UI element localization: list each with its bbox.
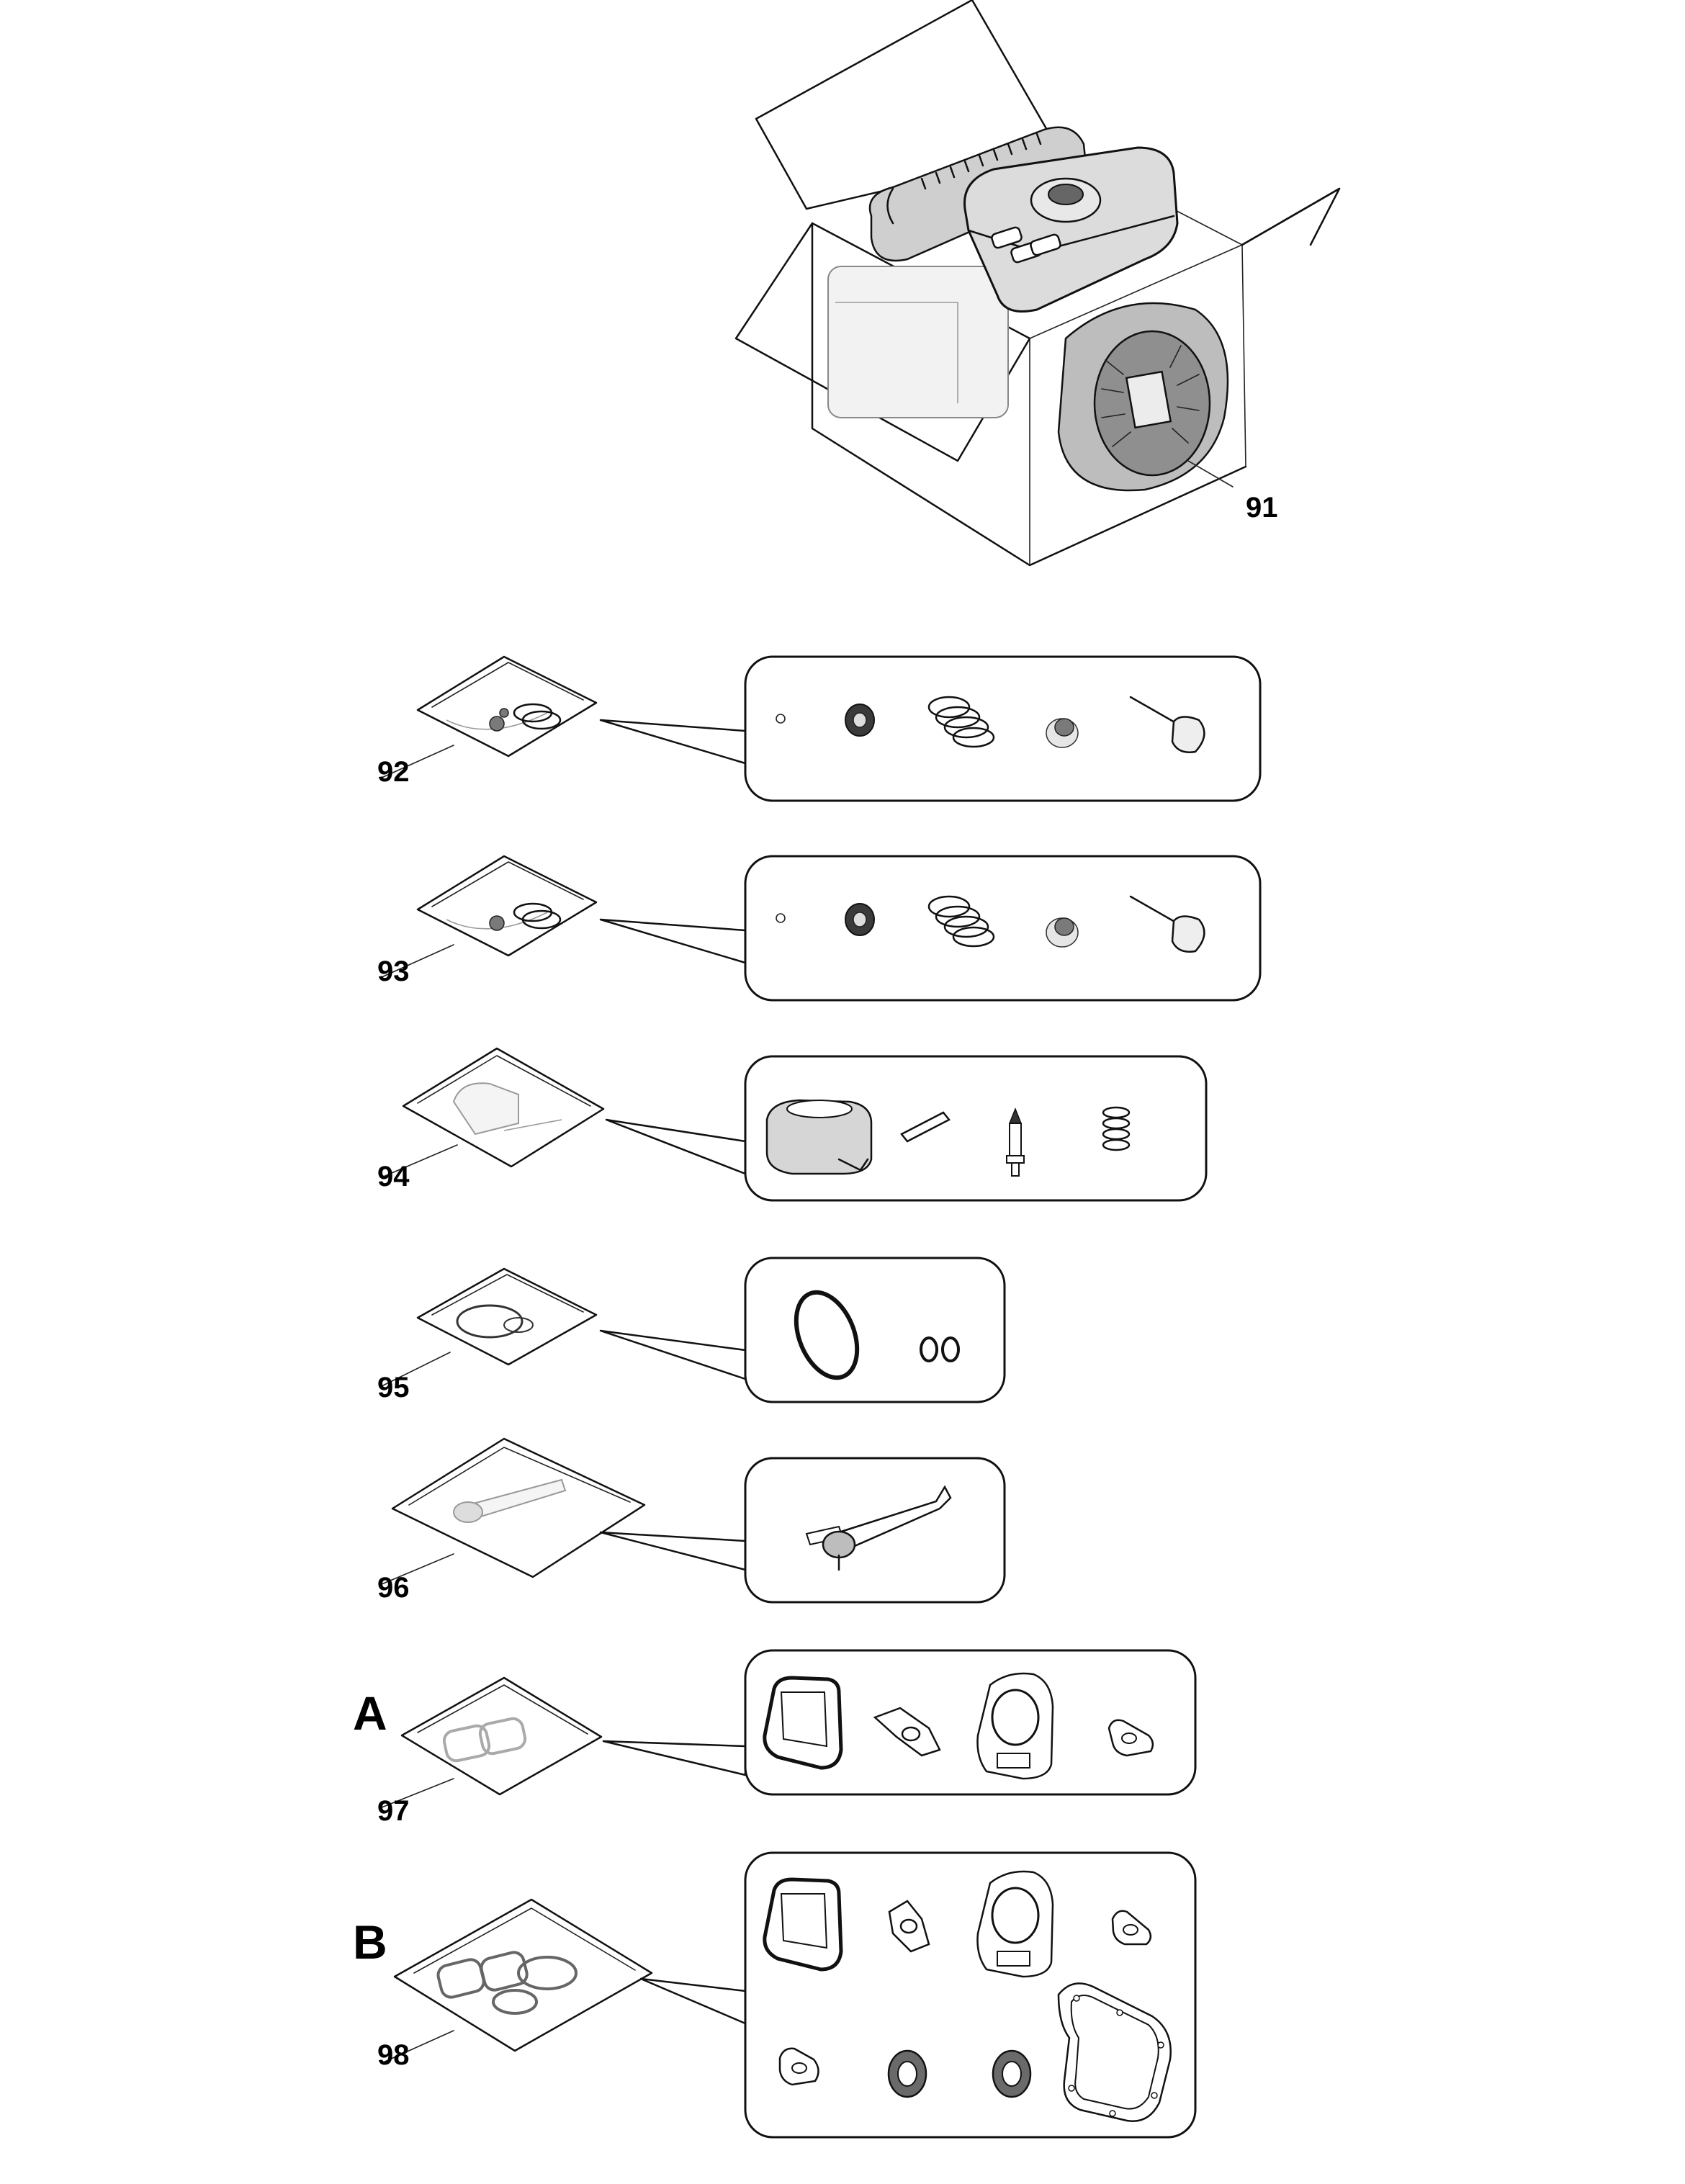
callout-98: 98: [377, 2039, 410, 2071]
letter-B: B: [353, 1915, 387, 1969]
o-ring-kit-95: [381, 1257, 1006, 1403]
carburetor-float-kit-94: [381, 1047, 1208, 1202]
governor-arm-kit-96: [381, 1437, 1006, 1604]
callout-91: 91: [1246, 492, 1278, 523]
valve-kit-92: [381, 655, 1262, 802]
valve-kit-93: [381, 855, 1262, 1002]
callout-97: 97: [377, 1795, 410, 1827]
callout-96: 96: [377, 1572, 410, 1604]
callout-93: 93: [377, 956, 410, 987]
gasket-kit-98: [381, 1851, 1197, 2139]
callout-94: 94: [377, 1161, 410, 1192]
engine-box-illustration: [734, 0, 1341, 567]
callout-95: 95: [377, 1372, 410, 1403]
callout-92: 92: [377, 756, 410, 788]
gasket-kit-97: [381, 1649, 1197, 1808]
letter-A: A: [353, 1686, 387, 1740]
